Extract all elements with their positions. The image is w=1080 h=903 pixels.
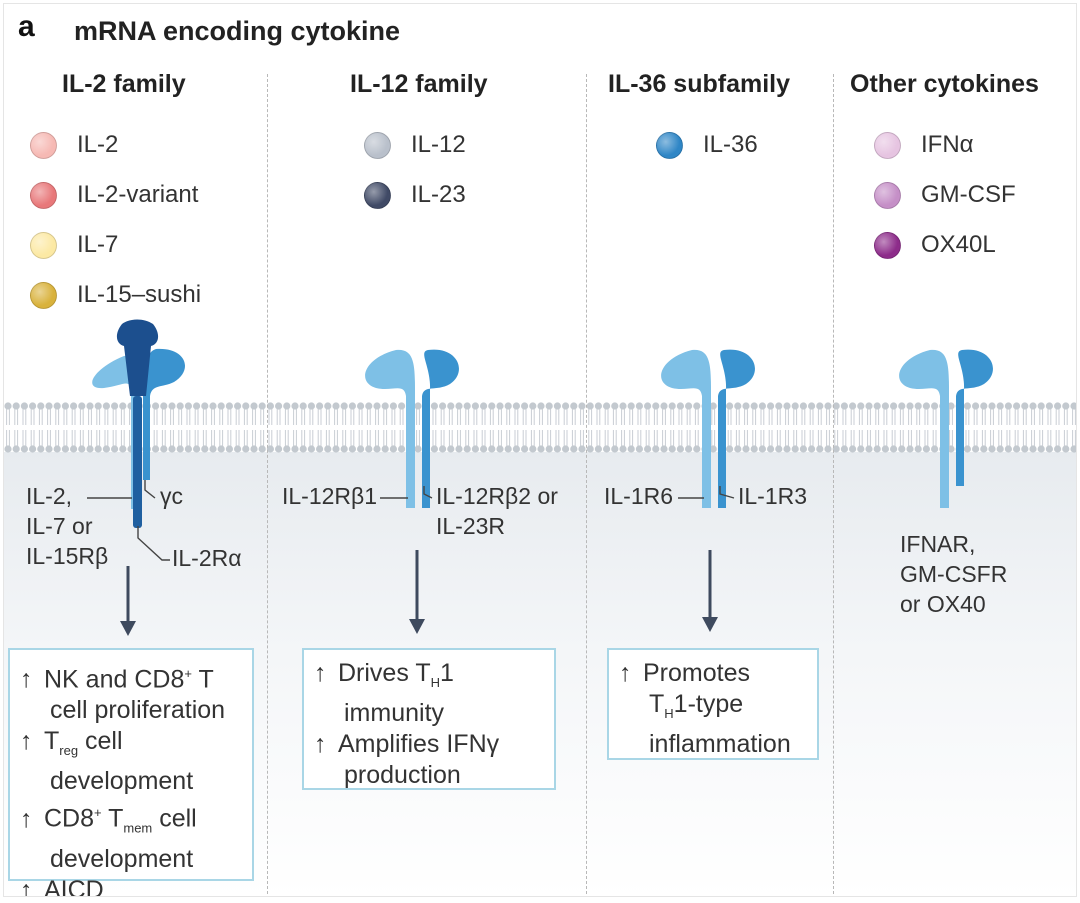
il12-receptor-left-chain	[365, 349, 415, 508]
il2-alpha-chain-label: IL-2Rα	[172, 545, 242, 571]
il12-signal-arrow	[409, 550, 425, 634]
il2-ligand	[116, 319, 159, 396]
column-title-il12: IL-12 family	[350, 70, 488, 98]
il2-receptor-complex	[87, 319, 186, 561]
il36-receptor	[661, 349, 755, 508]
legend-item: IFNα	[874, 131, 974, 159]
il36-effect-line: ↑Promotes	[619, 659, 750, 687]
il36-receptor-left-chain	[661, 349, 711, 508]
il12-label-leader-right	[423, 486, 433, 499]
il2-effects-box: ↑NK and CD8+ T cell proliferation ↑Treg …	[8, 648, 254, 896]
other-receptor-label: IFNAR, GM-CSFR or OX40	[900, 531, 1008, 617]
cytokine-dot-icon	[30, 231, 57, 259]
il36-effects-box: ↑Promotes TH1-type inflammation	[607, 648, 819, 760]
il36-receptor-right-chain	[718, 349, 755, 508]
cytokine-dot-icon	[30, 131, 57, 159]
other-receptor	[899, 349, 993, 508]
il2-gamma-chain-label: γc	[160, 483, 183, 509]
legend-item-label: IL-23	[411, 181, 466, 208]
il2-signal-arrow	[120, 566, 136, 636]
cytokine-dot-icon	[874, 231, 901, 259]
il2-effect-line: ↑CD8+ Tmem cell	[20, 804, 197, 836]
cytokine-dot-icon	[364, 131, 391, 159]
legend-item-label: IL-2-variant	[77, 181, 199, 208]
il12-effect-line: immunity	[344, 699, 445, 727]
cytokine-dot-icon	[30, 281, 57, 309]
column-title-il2: IL-2 family	[62, 70, 186, 98]
figure: a mRNA encoding cytokine IL-2 family IL-…	[3, 3, 1077, 897]
signal-arrows	[120, 550, 718, 636]
legend-item-label: IFNα	[921, 131, 974, 158]
legend-item: IL-2	[30, 131, 118, 159]
il2-effect-line: ↑NK and CD8+ T	[20, 665, 214, 694]
legend-item: OX40L	[874, 231, 996, 259]
legend-item: IL-2-variant	[30, 181, 198, 209]
il36-signal-arrow	[702, 550, 718, 632]
il12-effect-line: ↑Amplifies IFNγ	[314, 730, 500, 758]
il2-effect-line: development	[50, 767, 194, 796]
il2-label-leader-alpha	[137, 526, 170, 561]
column-divider	[267, 74, 268, 894]
il2-effect-line: development	[50, 844, 194, 873]
legend-item-label: IL-7	[77, 231, 119, 258]
il36-receptor-il1r3-label: IL-1R3	[738, 483, 808, 509]
il2-receptor-right-chain	[143, 348, 186, 480]
il36-effect-line: inflammation	[649, 730, 791, 758]
receptor-overlay	[87, 319, 993, 636]
legend-item: IL-7	[30, 231, 118, 259]
il2-receptor-beta-label: IL-2, IL-7 or IL-15Rβ	[26, 483, 109, 569]
legend-item: IL-36	[656, 131, 758, 159]
legend-item: IL-12	[364, 131, 466, 159]
legend-item-label: IL-15–sushi	[77, 281, 202, 308]
cytokine-dot-icon	[874, 131, 901, 159]
legend-item-label: GM-CSF	[921, 181, 1016, 208]
il2-effect-line: cell proliferation	[50, 696, 226, 725]
figure-title: mRNA encoding cytokine	[74, 16, 401, 46]
il36-effect-line: TH1-type	[649, 690, 744, 721]
cytokine-dot-icon	[30, 181, 57, 209]
legend-item: GM-CSF	[874, 181, 1016, 209]
column-title-other: Other cytokines	[850, 70, 1039, 98]
il12-receptor-beta2-label: IL-12Rβ2 or IL-23R	[436, 483, 558, 539]
column-title-il36: IL-36 subfamily	[608, 70, 790, 98]
column-divider	[833, 74, 834, 894]
legend-item: IL-15–sushi	[30, 281, 201, 309]
il2-effect-line: ↑Treg cell	[20, 727, 123, 759]
il12-effects-box: ↑Drives TH1 immunity ↑Amplifies IFNγ pro…	[302, 648, 556, 790]
legend-item-label: OX40L	[921, 231, 996, 258]
legend-item-label: IL-36	[703, 131, 758, 158]
il2-label-leader-gamma	[144, 480, 156, 499]
legend-item-label: IL-12	[411, 131, 466, 158]
il2-effect-line: ↑AICD	[20, 875, 104, 897]
other-receptor-right-chain	[956, 349, 993, 486]
cytokine-dot-icon	[364, 181, 391, 209]
il36-label-leader-right	[719, 486, 735, 499]
il36-receptor-il1r6-label: IL-1R6	[604, 483, 674, 509]
il12-effect-line: production	[344, 761, 461, 789]
il12-effect-line: ↑Drives TH1	[314, 659, 454, 690]
cytokine-dot-icon	[874, 181, 901, 209]
legend-item: IL-23	[364, 181, 466, 209]
legend-item-label: IL-2	[77, 131, 119, 158]
il12-receptor	[365, 349, 459, 508]
il12-receptor-beta1-label: IL-12Rβ1	[282, 483, 378, 509]
column-divider	[586, 74, 587, 894]
il12-receptor-right-chain	[422, 349, 459, 508]
cytokine-dot-icon	[656, 131, 683, 159]
il2-receptor-alpha-chain	[133, 396, 142, 528]
other-receptor-left-chain	[899, 349, 949, 508]
panel-letter: a	[18, 10, 35, 43]
